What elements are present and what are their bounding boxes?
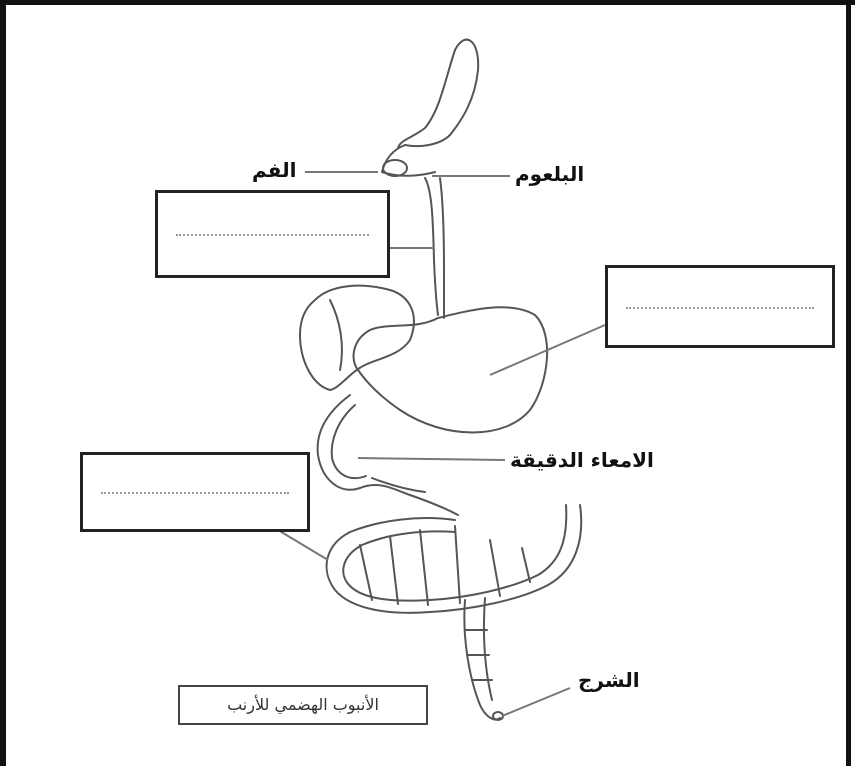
label-mouth: الفم <box>252 158 296 182</box>
liver-lobe <box>330 300 342 370</box>
small-intestine-inner <box>332 405 366 478</box>
leader-small-intestine <box>358 458 505 460</box>
label-small-intestine: الامعاء الدقيقة <box>510 448 654 472</box>
colon-haustra-2 <box>390 536 398 604</box>
esophagus-inner <box>440 178 444 318</box>
head-inner <box>398 50 455 148</box>
colon-haustra-5 <box>490 540 500 596</box>
answer-line-1 <box>176 234 369 236</box>
colon-haustra-3 <box>420 530 428 605</box>
label-anus: الشرج <box>578 668 640 692</box>
stomach <box>354 307 548 432</box>
answer-box-2[interactable] <box>605 265 835 348</box>
rectum-inner <box>484 598 492 700</box>
colon <box>327 505 582 613</box>
leader-box2 <box>490 325 605 375</box>
small-intestine <box>318 395 458 515</box>
answer-line-3 <box>101 492 289 494</box>
diagram-caption: الأنبوب الهضمي للأرنب <box>178 685 428 725</box>
rectum <box>464 600 500 719</box>
colon-haustra-4 <box>455 526 460 603</box>
colon-haustra-1 <box>360 545 372 600</box>
head-outline <box>382 40 478 176</box>
liver <box>300 286 414 390</box>
answer-box-1[interactable] <box>155 190 390 278</box>
leader-box3 <box>278 530 328 560</box>
answer-box-3[interactable] <box>80 452 310 532</box>
mouth-cavity <box>383 160 407 176</box>
answer-line-2 <box>626 307 814 309</box>
colon-haustra-6 <box>522 548 530 582</box>
leader-anus <box>502 688 570 716</box>
esophagus <box>425 178 438 315</box>
label-pharynx: البلعوم <box>515 162 584 186</box>
rectum-segments <box>465 630 492 680</box>
